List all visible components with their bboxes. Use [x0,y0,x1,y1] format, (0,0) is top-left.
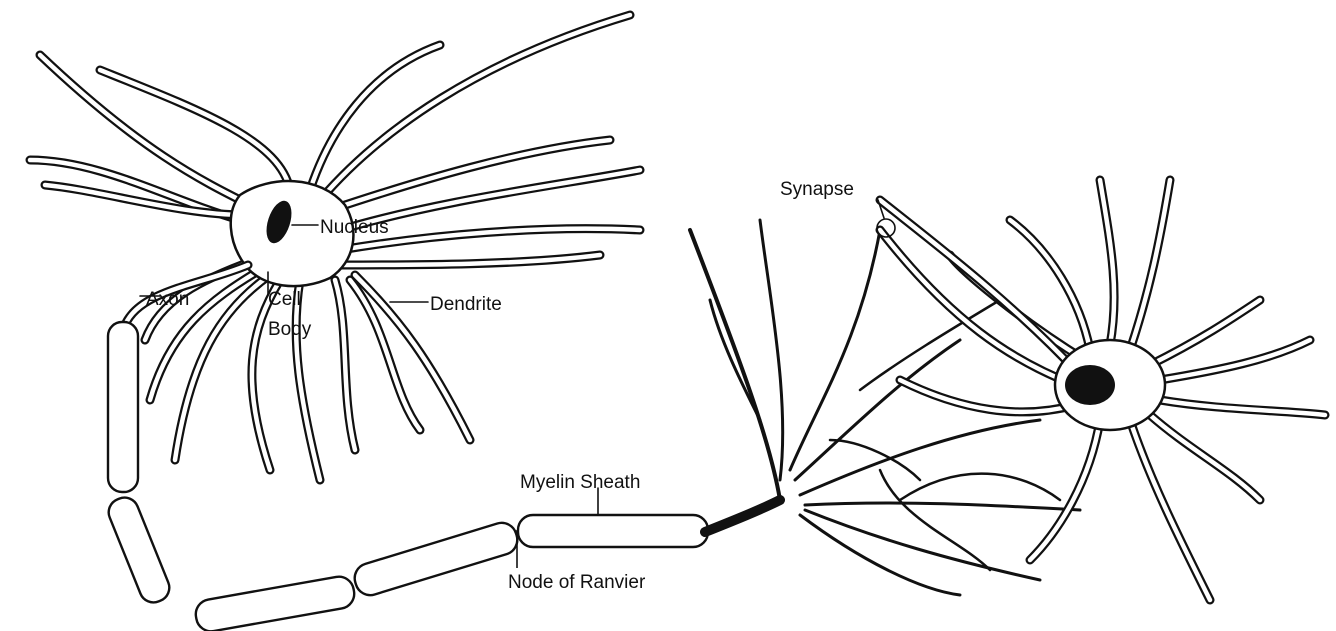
terminal-trunk [705,500,780,532]
axon-label: Axon [146,289,189,310]
nucleus-label: Nucleus [320,217,389,238]
myelin-segment [108,322,138,492]
cell-body-label-line1: Cell [268,289,301,310]
myelin-segment [104,493,173,606]
node-of-ranvier-label: Node of Ranvier [508,572,646,593]
axon-terminals [690,220,1080,595]
myelin-sheath-label: Myelin Sheath [520,472,640,493]
myelin-segment [193,574,356,631]
myelin-segment [351,519,521,599]
cell-body-label-line2: Body [268,319,312,340]
right-nucleus [1065,365,1115,405]
myelin-segment [518,515,708,547]
dendrite-label: Dendrite [430,294,502,315]
synapse-label: Synapse [780,179,854,200]
